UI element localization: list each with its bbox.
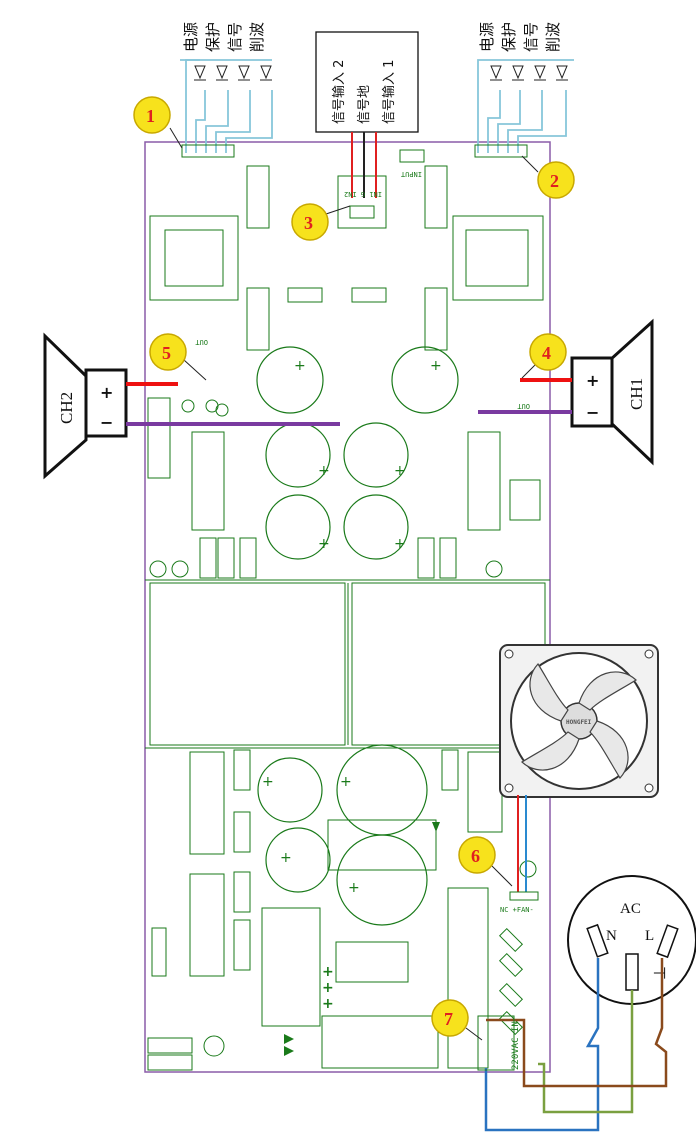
led-label-left-3: 信号 [226,22,244,52]
svg-text:+: + [348,880,360,896]
green-diode-symbols [284,822,440,1056]
lower-capacitor-polarity: + + + + [262,774,360,896]
fan-brand: HONGFEI [566,719,592,726]
led-label-left-4: 削波 [248,22,266,52]
svg-text:+: + [340,774,352,790]
input-label-gnd: 信号地 [357,85,372,124]
pcb-components [147,149,541,1071]
upper-capacitor-polarity: + + + + + + [294,358,442,552]
svg-text:+: + [280,850,292,866]
svg-text:+: + [322,980,334,996]
callout-7-num: 7 [444,1009,453,1029]
signal-input-labels: 信号输入 2 信号地 信号输入 1 [331,60,397,124]
callout-5-num: 5 [162,343,171,363]
svg-text:+: + [262,774,274,790]
callout-1-num: 1 [146,106,155,126]
speaker-ch2: CH2 + − [43,332,340,480]
cooling-fan: HONGFEI [499,644,659,798]
ac-n-label: N [606,928,617,944]
fan-connector [509,891,539,901]
signal-input-box [315,31,419,133]
led-label-left-2: 保护 [204,22,222,52]
input-label-1: 信号输入 1 [381,60,397,124]
led-header-right [474,144,528,158]
led-header-left [181,144,235,158]
svg-text:+: + [294,358,306,374]
led-label-left-1: 电源 [182,22,200,52]
small-plus-marks: +++ [322,964,334,1012]
led-symbols-left [194,65,272,81]
pcb-silkscreen: INPUT IN1 G IN2 OUT OUT NC +FAN- 220VAC … [195,170,534,1070]
heatsink [145,579,550,749]
led-wires-left [180,59,273,153]
led-wires-right [477,59,574,153]
led-labels-left: 电源 保护 信号 削波 [182,22,266,52]
led-label-right-4: 削波 [544,22,562,52]
ac-socket: AC N L ⊤ [567,875,696,1005]
callout-4: 4 [521,333,567,379]
svg-text:+: + [430,358,442,374]
power-connector [477,1015,515,1071]
fan-wires [517,795,527,892]
ac-l-label: L [645,928,654,944]
svg-text:+: + [318,536,330,552]
svg-text:+: + [322,964,334,980]
upper-capacitors [256,346,459,560]
svg-text:+: + [322,996,334,1012]
speaker-ch1: CH1 + − [478,318,654,466]
callout-5: 5 [149,333,207,381]
ch2-plus: + [100,383,113,402]
callout-1: 1 [133,96,183,149]
out-right-silk: OUT [517,402,530,410]
fan-silk: NC +FAN- [500,906,534,914]
callout-6-num: 6 [471,846,480,866]
ac-wires [484,958,668,1132]
svg-text:+: + [394,463,406,479]
signal-input-wires [351,132,377,198]
led-label-right-1: 电源 [478,22,496,52]
input-silk: INPUT [400,170,422,178]
lower-capacitors [257,744,428,926]
in-pins-silk: IN1 G IN2 [344,190,382,198]
ch1-label: CH1 [627,378,646,410]
led-label-right-3: 信号 [522,22,540,52]
callout-2-num: 2 [550,171,559,191]
ch1-plus: + [586,371,599,390]
led-labels-right: 电源 保护 信号 削波 [478,22,562,52]
ch2-label: CH2 [57,392,76,424]
led-label-right-2: 保护 [500,22,518,52]
callout-3: 3 [291,203,351,241]
callout-2: 2 [521,155,575,199]
svg-text:⊤: ⊤ [650,966,669,980]
transformer-modules [149,215,544,301]
svg-text:+: + [394,536,406,552]
out-left-silk: OUT [195,338,208,346]
power-in-silk: 220VAC IN [511,1021,521,1070]
callout-7: 7 [431,999,483,1041]
svg-text:+: + [318,463,330,479]
callout-3-num: 3 [304,213,313,233]
pcb-board-outline [144,141,551,1073]
bridge-diodes [498,927,524,1036]
ch1-minus: − [586,403,599,422]
input-label-2: 信号输入 2 [331,60,347,124]
led-symbols-right [490,65,568,81]
callout-6: 6 [458,836,513,887]
callout-4-num: 4 [542,343,551,363]
ac-title: AC [620,901,641,917]
ch2-minus: − [100,413,113,432]
